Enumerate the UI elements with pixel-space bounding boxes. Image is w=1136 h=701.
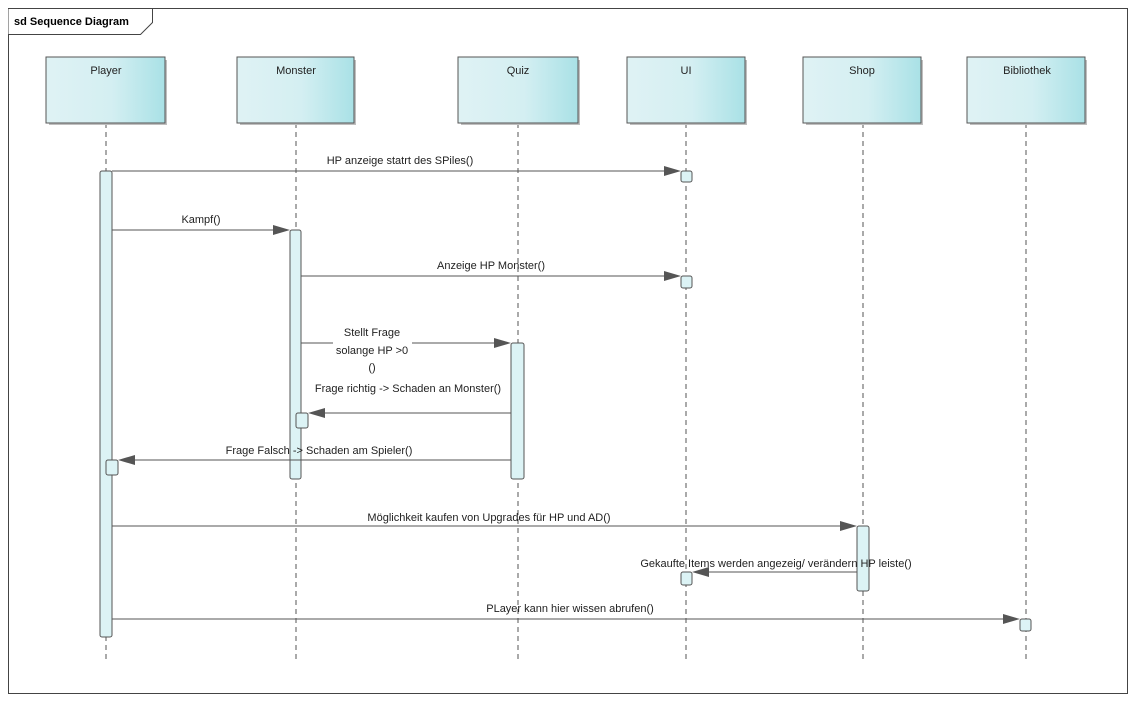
message-moeglichkeit-kaufen-arrowhead xyxy=(840,521,857,531)
lifeline-shop-box[interactable] xyxy=(802,56,922,124)
lifeline-monster: Monster xyxy=(236,56,356,660)
activation-player-nested[interactable] xyxy=(105,459,119,476)
message-kampf[interactable]: Kampf() xyxy=(112,214,290,235)
lifeline-quiz-box[interactable] xyxy=(457,56,579,124)
message-frage-richtig[interactable]: Frage richtig -> Schaden an Monster() xyxy=(308,383,511,418)
message-hp-anzeige[interactable]: HP anzeige statrt des SPiles() xyxy=(112,155,681,176)
message-stellt-frage-arrowhead xyxy=(494,338,511,348)
lifeline-ui: UI xyxy=(626,56,747,660)
message-frage-falsch-arrowhead xyxy=(118,455,135,465)
message-stellt-frage-label-1: Stellt Frage xyxy=(344,327,400,339)
message-kampf-arrowhead xyxy=(273,225,290,235)
message-player-wissen-abrufen-label: PLayer kann hier wissen abrufen() xyxy=(486,603,654,615)
lifeline-player-label: Player xyxy=(90,65,122,77)
activation-ui-3[interactable] xyxy=(680,571,693,586)
message-player-wissen-abrufen[interactable]: PLayer kann hier wissen abrufen() xyxy=(112,603,1020,624)
message-frage-richtig-arrowhead xyxy=(308,408,325,418)
messages: HP anzeige statrt des SPiles() Kampf() A… xyxy=(112,155,1020,624)
lifeline-bibliothek-box[interactable] xyxy=(966,56,1086,124)
message-kampf-label: Kampf() xyxy=(181,214,220,226)
message-anzeige-hp-monster-arrowhead xyxy=(664,271,681,281)
message-anzeige-hp-monster[interactable]: Anzeige HP Monster() xyxy=(301,260,681,281)
activations xyxy=(99,170,1032,638)
lifeline-shop: Shop xyxy=(802,56,923,660)
message-gekaufte-items[interactable]: Gekaufte Items werden angezeig/ veränder… xyxy=(640,558,912,577)
lifeline-ui-label: UI xyxy=(681,65,692,77)
message-frage-falsch-label: Frage Falsch -> Schaden am Spieler() xyxy=(226,445,413,457)
activation-ui-1[interactable] xyxy=(680,170,693,183)
lifeline-shop-label: Shop xyxy=(849,65,875,77)
lifelines: Player Monster Quiz UI Shop xyxy=(45,56,1087,660)
message-stellt-frage-label-2: solange HP >0 xyxy=(336,345,408,357)
lifeline-monster-label: Monster xyxy=(276,65,316,77)
message-moeglichkeit-kaufen-label: Möglichkeit kaufen von Upgrades für HP u… xyxy=(367,512,610,524)
activation-shop[interactable] xyxy=(856,525,870,592)
lifeline-quiz: Quiz xyxy=(457,56,580,660)
lifeline-monster-box[interactable] xyxy=(236,56,355,124)
frame-title-tab xyxy=(8,8,153,35)
lifeline-quiz-label: Quiz xyxy=(507,65,530,77)
activation-bibliothek[interactable] xyxy=(1019,618,1032,632)
lifeline-player-box[interactable] xyxy=(45,56,166,124)
activation-player[interactable] xyxy=(99,170,113,638)
message-frage-richtig-label: Frage richtig -> Schaden an Monster() xyxy=(315,383,501,395)
message-anzeige-hp-monster-label: Anzeige HP Monster() xyxy=(437,260,545,272)
lifeline-bibliothek: Bibliothek xyxy=(966,56,1087,660)
message-gekaufte-items-arrowhead xyxy=(692,567,709,577)
activation-monster-nested[interactable] xyxy=(295,412,309,429)
lifeline-player: Player xyxy=(45,56,167,660)
activation-quiz[interactable] xyxy=(510,342,525,480)
message-hp-anzeige-arrowhead xyxy=(664,166,681,176)
lifeline-ui-box[interactable] xyxy=(626,56,746,124)
message-moeglichkeit-kaufen[interactable]: Möglichkeit kaufen von Upgrades für HP u… xyxy=(112,512,857,531)
diagram-title: sd Sequence Diagram xyxy=(14,16,129,28)
lifeline-bibliothek-label: Bibliothek xyxy=(1003,65,1051,77)
message-stellt-frage[interactable]: Stellt Frage solange HP >0 () xyxy=(301,327,511,374)
activation-ui-2[interactable] xyxy=(680,275,693,289)
message-frage-falsch[interactable]: Frage Falsch -> Schaden am Spieler() xyxy=(118,445,511,465)
message-player-wissen-abrufen-arrowhead xyxy=(1003,614,1020,624)
activation-monster[interactable] xyxy=(289,229,302,480)
message-hp-anzeige-label: HP anzeige statrt des SPiles() xyxy=(327,155,474,167)
message-stellt-frage-label-3: () xyxy=(368,362,375,374)
message-gekaufte-items-label: Gekaufte Items werden angezeig/ veränder… xyxy=(640,558,911,570)
